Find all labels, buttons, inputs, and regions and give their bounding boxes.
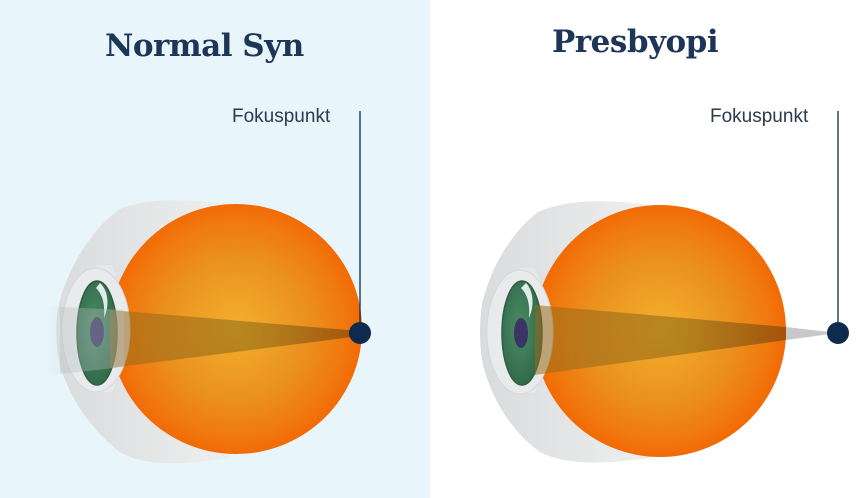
presbyopia-title: Presbyopi [552, 24, 719, 60]
focus-point-label: Fokuspunkt [710, 106, 809, 127]
focus-point-dot [827, 322, 849, 344]
presbyopia-eye-illustration [480, 111, 849, 463]
normal-eye-illustration [45, 111, 371, 464]
focus-point-label: Fokuspunkt [232, 106, 331, 127]
focus-point-dot [349, 322, 371, 344]
normal-vision-title: Normal Syn [105, 28, 304, 64]
